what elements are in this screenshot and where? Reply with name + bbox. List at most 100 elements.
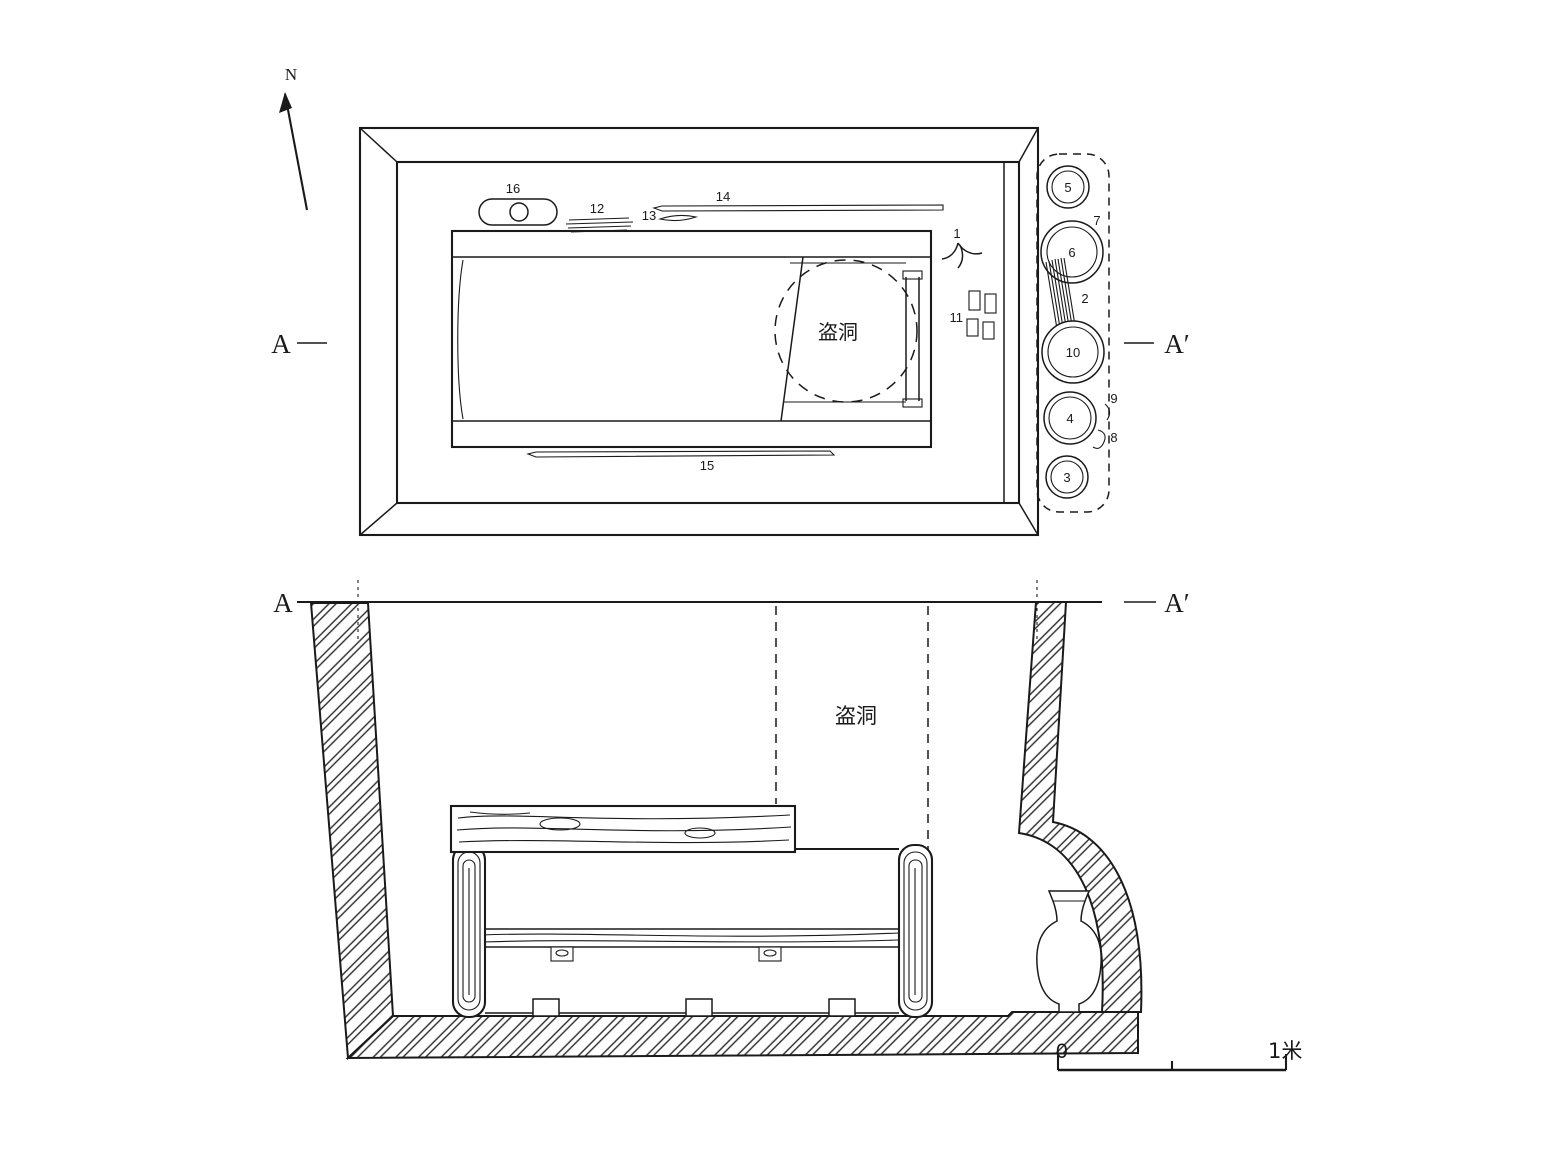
coffin-cleat-detail bbox=[763, 949, 777, 957]
wood-grain-stroke bbox=[469, 811, 531, 815]
vessel-label-10: 10 bbox=[1066, 345, 1080, 360]
support-block bbox=[685, 998, 713, 1017]
support-block bbox=[532, 998, 560, 1017]
wood-grain-stroke bbox=[481, 932, 899, 937]
plan-section-markers: A A′ bbox=[271, 329, 1189, 359]
vessel-5: 5 bbox=[1046, 165, 1090, 209]
plan-niche-outline bbox=[1036, 153, 1110, 513]
plan-marker-a: A bbox=[271, 329, 291, 359]
plan-corner-bevel bbox=[1018, 127, 1039, 163]
coffin-end-grain bbox=[903, 851, 928, 1011]
artifact-13-stick bbox=[657, 214, 699, 222]
section-marker-a-prime: A′ bbox=[1164, 588, 1189, 618]
plan-corner-bevel bbox=[359, 502, 398, 536]
scale-bar: 0 1米 bbox=[1056, 1039, 1302, 1072]
artifact-9-hook bbox=[1104, 403, 1111, 421]
north-arrow-head bbox=[279, 92, 292, 113]
wood-knot bbox=[539, 817, 581, 831]
section-robber-hole-label: 盗洞 bbox=[835, 704, 877, 728]
coffin-end-grain bbox=[462, 859, 476, 1003]
vessel-4: 4 bbox=[1043, 391, 1097, 445]
plan-view: 盗洞 16 12 13 14 1 bbox=[271, 126, 1190, 537]
artifact-label-11: 11 bbox=[950, 310, 964, 325]
right-wall-hatch bbox=[1017, 601, 1143, 1013]
plan-robber-hole-label: 盗洞 bbox=[818, 320, 858, 344]
coffin-cleat-detail bbox=[555, 949, 569, 957]
artifact-label-2: 2 bbox=[1081, 291, 1088, 306]
coffin-cleat bbox=[758, 946, 782, 962]
artifact-label-8: 8 bbox=[1110, 430, 1117, 445]
artifact-13: 13 bbox=[642, 208, 699, 223]
artifact-11: 11 bbox=[950, 290, 997, 340]
plan-pit-inner-rect bbox=[395, 160, 1021, 505]
vessel-label-3: 3 bbox=[1063, 470, 1070, 485]
coffin-left-end-cap bbox=[451, 843, 487, 1019]
north-arrow-shaft bbox=[283, 93, 309, 211]
niche-vessel bbox=[1036, 890, 1102, 1013]
plan-coffin: 盗洞 bbox=[450, 229, 933, 449]
artifact-12-slip bbox=[570, 229, 628, 233]
coffin-cleat bbox=[550, 946, 574, 962]
artifact-11-plaque bbox=[982, 321, 995, 340]
coffin-end-grain bbox=[908, 859, 923, 1003]
north-arrow: N bbox=[279, 65, 309, 211]
artifact-8-hook bbox=[1092, 429, 1106, 450]
plan-coffin-left-grain bbox=[457, 259, 464, 420]
vessel-4-outer bbox=[1043, 391, 1097, 445]
artifact-label-7: 7 bbox=[1093, 213, 1100, 228]
left-wall-hatch bbox=[309, 602, 395, 1061]
vessel-5-inner bbox=[1051, 170, 1085, 204]
artifact-12: 12 bbox=[565, 201, 634, 233]
vessel-10-outer bbox=[1041, 320, 1105, 384]
vessel-6-inner bbox=[1046, 226, 1098, 278]
artifact-16-box bbox=[478, 198, 558, 226]
north-label: N bbox=[285, 65, 297, 84]
vessel-4-inner bbox=[1048, 396, 1092, 440]
artifact-label-13: 13 bbox=[642, 208, 656, 223]
scale-zero-label: 0 bbox=[1056, 1040, 1068, 1063]
vessel-10: 10 bbox=[1041, 320, 1105, 384]
wood-grain-stroke bbox=[456, 826, 792, 832]
plan-corner-bevel bbox=[359, 127, 398, 163]
vessel-6: 6 bbox=[1040, 220, 1104, 284]
artifact-12-slip bbox=[567, 225, 632, 229]
pit-floor-hatch bbox=[345, 1011, 1139, 1060]
plan-pit-outer-rect bbox=[358, 126, 1040, 537]
vessel-5-outer bbox=[1046, 165, 1090, 209]
vessel-3-outer bbox=[1045, 455, 1089, 499]
plan-robber-hole-circle bbox=[774, 259, 918, 403]
wood-grain-stroke bbox=[481, 939, 899, 943]
section-coffin bbox=[449, 804, 934, 1019]
artifact-label-14: 14 bbox=[716, 189, 730, 204]
coffin-cover-plank bbox=[449, 804, 797, 854]
vessel-label-4: 4 bbox=[1066, 411, 1073, 426]
section-marker-a: A bbox=[273, 588, 293, 618]
plan-corner-bevel bbox=[1018, 502, 1039, 536]
artifact-16: 16 bbox=[478, 181, 558, 226]
plan-end-board-tenon bbox=[902, 398, 923, 408]
vessel-label-6: 6 bbox=[1068, 245, 1075, 260]
niche-vessel-body bbox=[1036, 890, 1102, 1013]
artifact-11-plaque bbox=[966, 318, 979, 337]
plan-coffin-outer bbox=[450, 229, 933, 449]
vessel-3-inner bbox=[1050, 460, 1084, 494]
artifact-12-slip bbox=[568, 217, 630, 221]
wood-knot bbox=[684, 827, 716, 839]
vessel-10-inner bbox=[1047, 326, 1099, 378]
artifact-14: 14 bbox=[652, 189, 944, 212]
artifact-11-plaque bbox=[968, 290, 981, 311]
artifact-12-slip bbox=[565, 221, 634, 225]
support-block bbox=[828, 998, 856, 1017]
artifact-1: 1 bbox=[941, 226, 983, 269]
coffin-right-end-cap bbox=[897, 843, 934, 1019]
artifact-14-rod bbox=[652, 204, 944, 212]
artifact-label-12: 12 bbox=[590, 201, 604, 216]
vessel-3: 3 bbox=[1045, 455, 1089, 499]
plan-coffin-divider bbox=[780, 256, 804, 422]
wood-grain-stroke bbox=[458, 839, 790, 844]
artifact-11-plaque bbox=[984, 293, 997, 314]
artifact-16-ring bbox=[509, 202, 529, 222]
vessel-label-5: 5 bbox=[1064, 180, 1071, 195]
artifact-15: 15 bbox=[526, 450, 836, 473]
